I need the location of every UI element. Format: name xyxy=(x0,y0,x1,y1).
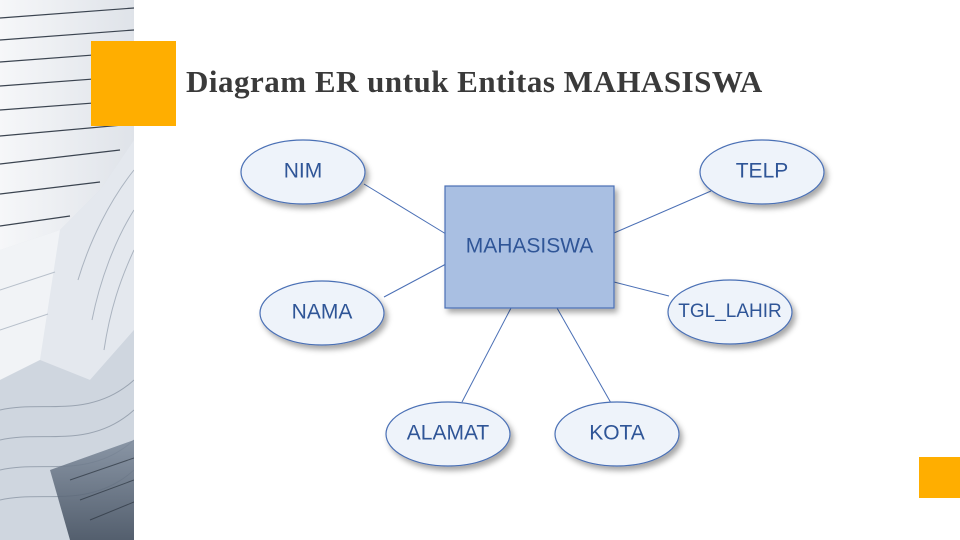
attribute-telp[interactable]: TELP xyxy=(699,139,825,205)
attribute-label: ALAMAT xyxy=(407,422,490,445)
entity-label: MAHASISWA xyxy=(466,235,594,258)
connector-telp xyxy=(613,190,712,234)
attribute-label: NAMA xyxy=(292,301,353,324)
attribute-label: KOTA xyxy=(589,422,645,445)
attribute-tgl-lahir[interactable]: TGL_LAHIR xyxy=(667,279,793,345)
slide-title: Diagram ER untuk Entitas MAHASISWA xyxy=(186,64,763,99)
connector-nim xyxy=(363,183,447,235)
attribute-kota[interactable]: KOTA xyxy=(554,401,680,467)
entity-mahasiswa[interactable]: MAHASISWA xyxy=(444,185,615,309)
attribute-label: NIM xyxy=(284,160,323,183)
connector-tgl-lahir xyxy=(613,281,670,297)
connector-nama xyxy=(383,263,447,298)
attribute-alamat[interactable]: ALAMAT xyxy=(385,401,511,467)
connector-kota xyxy=(556,307,612,404)
attribute-nama[interactable]: NAMA xyxy=(259,280,385,346)
connector-alamat xyxy=(461,307,512,403)
accent-square-bottom xyxy=(919,457,960,498)
connectors xyxy=(363,183,712,404)
attribute-label: TELP xyxy=(736,160,789,183)
attribute-label: TGL_LAHIR xyxy=(678,301,781,322)
attribute-nim[interactable]: NIM xyxy=(240,139,366,205)
accent-square-top xyxy=(91,41,176,126)
